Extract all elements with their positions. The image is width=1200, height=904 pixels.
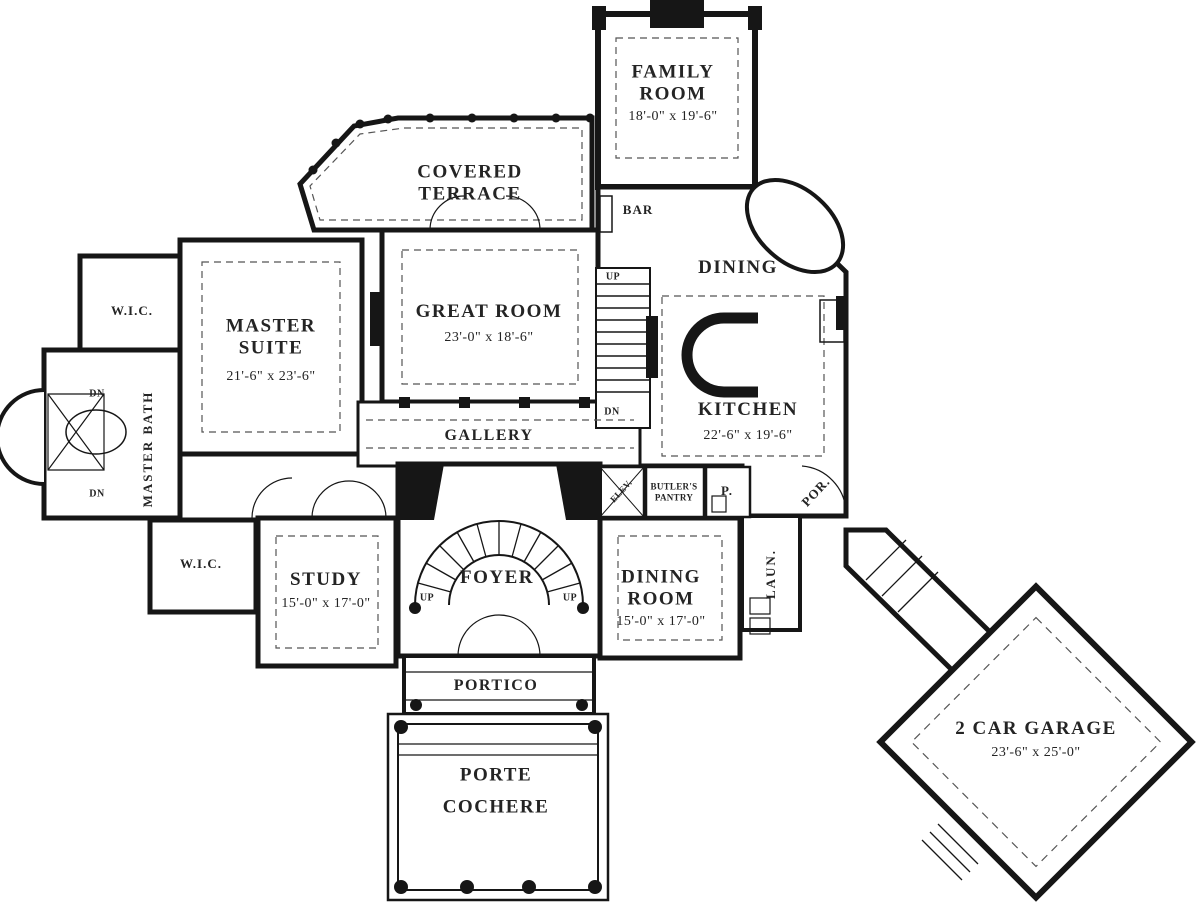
room-label-laundry: LAUN. <box>763 548 778 600</box>
room-label-dining: DINING <box>698 257 778 278</box>
room-shape-garage-corridor <box>843 527 994 674</box>
room-shape-master-bath <box>41 347 183 521</box>
room-dims-dining-room: 15'-0" x 17'-0" <box>616 614 706 629</box>
terrace-door-arc <box>429 195 541 231</box>
room-dims-master-suite: 21'-6" x 23'-6" <box>226 369 316 384</box>
room-label-butlers-pantry: BUTLER'S PANTRY <box>650 481 698 502</box>
room-shape-powder <box>704 465 752 519</box>
room-shape-study <box>255 515 399 669</box>
room-dims-great-room: 23'-0" x 18'-6" <box>444 330 534 345</box>
annotation-up-foyer-right: UP <box>562 592 578 604</box>
room-dims-family-room: 18'-0" x 19'-6" <box>628 109 718 124</box>
main-stair <box>595 267 651 429</box>
suite-door-arc <box>251 477 293 519</box>
tub-bay <box>0 388 45 486</box>
room-label-study: STUDY <box>290 569 362 590</box>
room-label-wic-lower: W.I.C. <box>179 556 223 571</box>
dining-bay-window <box>744 177 846 275</box>
curved-stair-inner <box>448 554 550 606</box>
room-shape-master-suite <box>177 237 365 457</box>
room-shape-laundry <box>740 514 802 632</box>
room-label-master-suite: MASTER SUITE <box>225 315 317 359</box>
room-label-family-room: FAMILY ROOM <box>631 61 715 105</box>
room-label-gallery: GALLERY <box>444 427 534 444</box>
room-dims-garage: 23'-6" x 25'-0" <box>991 745 1081 760</box>
annotation-up-main-stair: UP <box>605 271 621 283</box>
tub <box>65 409 127 455</box>
room-label-master-bath: MASTER BATH <box>140 390 155 508</box>
annotation-dn-main-stair: DN <box>604 406 620 418</box>
great-room-fireplace <box>370 292 384 346</box>
room-shape-gallery <box>356 400 642 468</box>
annotation-dn-bath-upper: DN <box>89 388 105 400</box>
room-shape-butlers-pantry <box>644 465 706 519</box>
poche-layer <box>308 0 846 894</box>
dashed-detail-layer <box>201 37 825 649</box>
room-label-bar: BAR <box>622 202 654 217</box>
room-label-covered-terrace: COVERED TERRACE <box>417 161 523 205</box>
room-shape-wic-upper <box>77 253 183 353</box>
annotation-dn-bath-lower: DN <box>89 488 105 500</box>
room-label-porte-cochere: PORTE COCHERE <box>442 764 550 818</box>
chimney <box>650 0 704 28</box>
room-label-dining-room: DINING ROOM <box>621 566 701 610</box>
room-label-wic-upper: W.I.C. <box>110 303 154 318</box>
kitchen-island <box>681 312 758 398</box>
room-label-great-room: GREAT ROOM <box>415 301 563 322</box>
room-dims-kitchen: 22'-6" x 19'-6" <box>703 428 793 443</box>
bar-counter <box>599 195 613 233</box>
room-shape-dining-room <box>597 515 743 661</box>
room-dims-study: 15'-0" x 17'-0" <box>281 596 371 611</box>
detail-layer <box>47 195 979 881</box>
walls-layer <box>0 11 1196 902</box>
room-label-garage: 2 CAR GARAGE <box>955 718 1117 739</box>
room-label-foyer: FOYER <box>460 567 534 588</box>
room-shape-great-room <box>379 227 601 405</box>
porch-door-arc <box>801 465 847 513</box>
room-label-kitchen: KITCHEN <box>697 399 799 420</box>
annotation-up-foyer-left: UP <box>419 592 435 604</box>
shower <box>47 393 105 471</box>
front-door-arc <box>457 614 541 657</box>
room-label-powder: P. <box>721 483 733 498</box>
room-label-portico: PORTICO <box>453 677 539 694</box>
hall-double-door-arc <box>311 480 387 519</box>
